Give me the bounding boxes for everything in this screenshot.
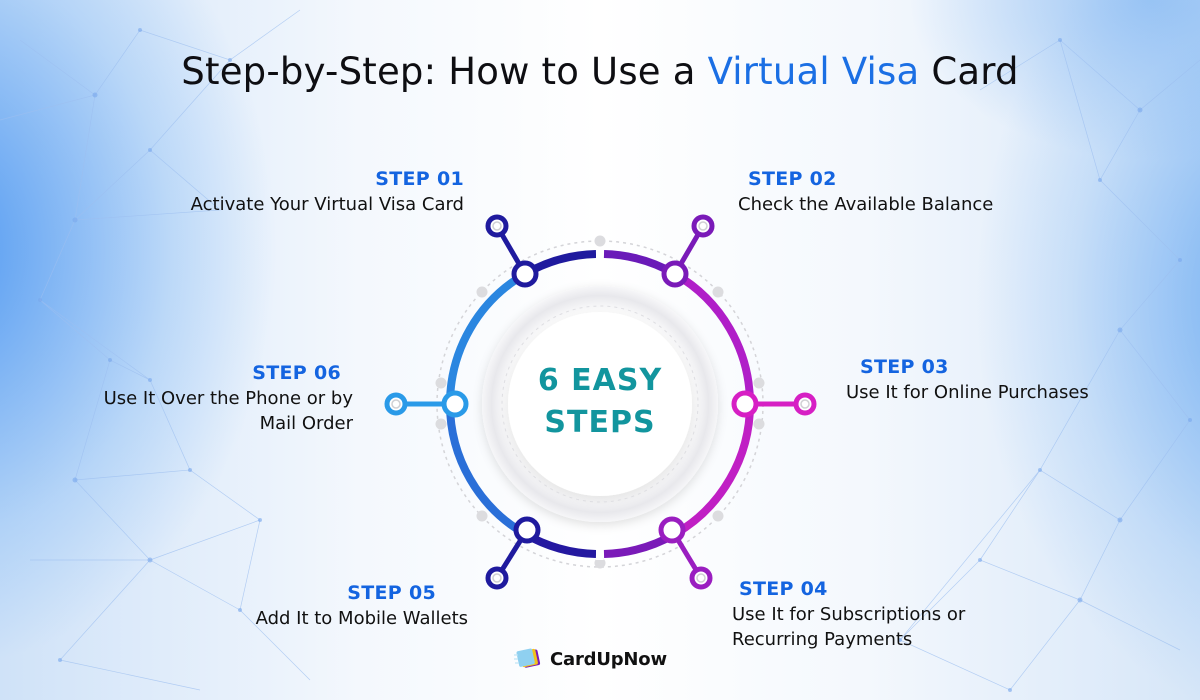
- ring-arc-4: [672, 403, 755, 538]
- step-4-end-node: [689, 566, 713, 590]
- step-06-text-line1: Use It Over the Phone or by: [103, 388, 353, 409]
- ring-grey-dots: [435, 235, 765, 569]
- step-2-ring-node: [661, 260, 689, 288]
- step-05-number: STEP 05: [347, 582, 436, 604]
- step-05: STEP 05 Add It to Mobile Wallets: [256, 582, 468, 631]
- step-6-ring-node: [441, 390, 469, 418]
- step-3-ring-node: [731, 390, 759, 418]
- step-4-ring-node: [658, 516, 686, 544]
- title-suffix: Card: [919, 50, 1019, 93]
- center-label-line2: STEPS: [544, 405, 656, 440]
- title-highlight: Virtual Visa: [707, 50, 920, 93]
- page-title: Step-by-Step: How to Use a Virtual Visa …: [0, 50, 1200, 93]
- step-04: STEP 04 Use It for Subscriptions or Recu…: [732, 578, 965, 652]
- step-3-end-node: [793, 392, 817, 416]
- step-01-text: Activate Your Virtual Visa Card: [190, 194, 464, 215]
- step-01: STEP 01 Activate Your Virtual Visa Card: [191, 168, 464, 217]
- center-label-line1: 6 EASY: [537, 363, 663, 398]
- step-06-text-line2: Mail Order: [259, 413, 353, 434]
- step-02: STEP 02 Check the Available Balance: [738, 168, 993, 217]
- step-05-text: Add It to Mobile Wallets: [255, 608, 468, 629]
- step-02-text: Check the Available Balance: [738, 194, 994, 215]
- step-03: STEP 03 Use It for Online Purchases: [846, 356, 1089, 405]
- title-prefix: Step-by-Step: How to Use a: [181, 50, 708, 93]
- center-label: 6 EASY STEPS: [500, 360, 700, 444]
- step-06-number: STEP 06: [252, 362, 341, 384]
- step-1-end-node: [485, 214, 509, 238]
- step-03-text: Use It for Online Purchases: [846, 382, 1089, 403]
- step-06: STEP 06 Use It Over the Phone or by Mail…: [104, 362, 353, 436]
- step-04-number: STEP 04: [739, 578, 828, 600]
- step-6-end-node: [384, 392, 408, 416]
- step-04-text-line2: Recurring Payments: [732, 629, 913, 650]
- step-2-end-node: [691, 214, 715, 238]
- step-1-ring-node: [511, 260, 539, 288]
- ring-arc-3: [672, 270, 755, 405]
- ring-arc-8: [445, 270, 528, 405]
- step-5-ring-node: [513, 516, 541, 544]
- step-5-end-node: [485, 566, 509, 590]
- ring-arc-7: [445, 403, 528, 538]
- step-04-text-line1: Use It for Subscriptions or: [732, 604, 966, 625]
- cards-stack-icon: [514, 648, 541, 668]
- brand-logo: CardUpNow: [514, 647, 667, 671]
- step-01-number: STEP 01: [375, 168, 464, 190]
- step-03-number: STEP 03: [860, 356, 949, 378]
- step-02-number: STEP 02: [748, 168, 837, 190]
- brand-name: CardUpNow: [550, 648, 667, 670]
